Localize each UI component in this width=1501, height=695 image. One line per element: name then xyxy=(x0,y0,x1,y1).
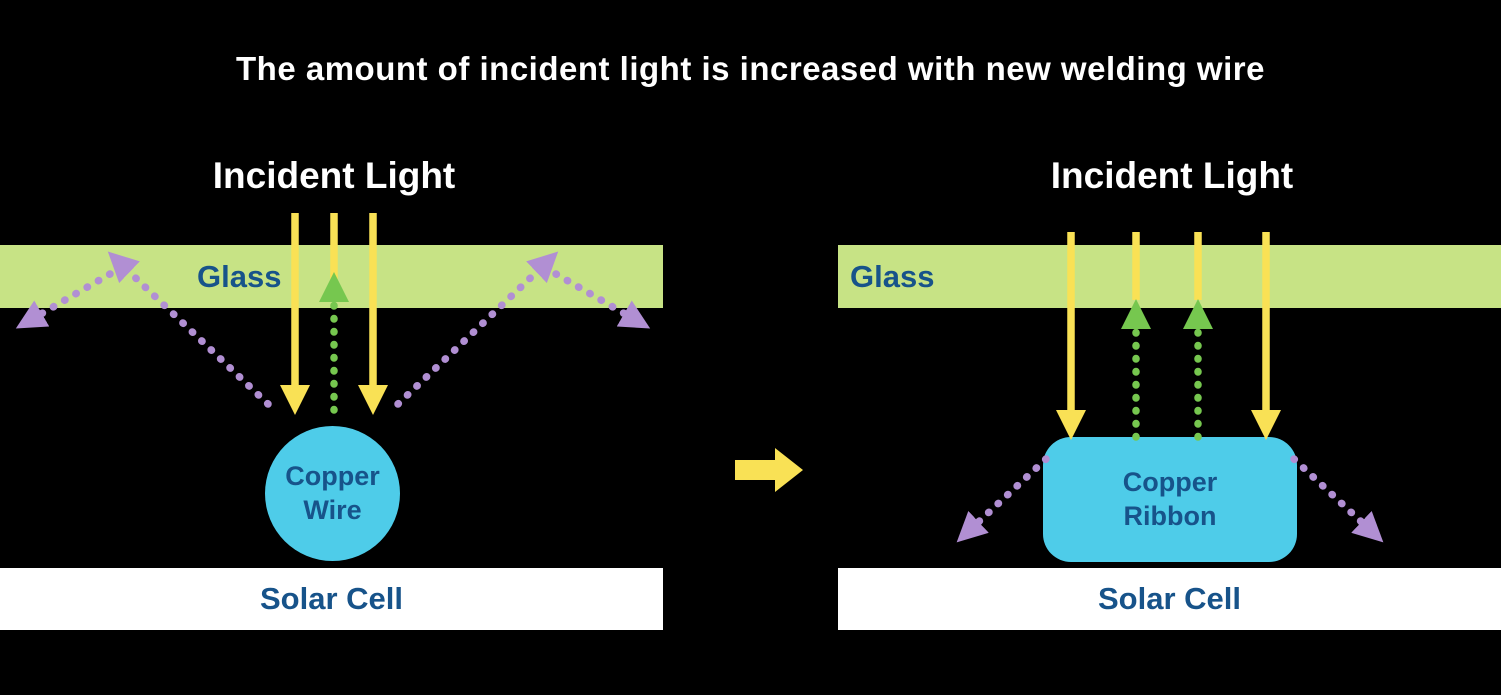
copper-ribbon-shape: Copper Ribbon xyxy=(1043,437,1297,562)
copper-wire-shape: Copper Wire xyxy=(265,426,400,561)
copper-ribbon-label-line2: Ribbon xyxy=(1123,500,1217,531)
transition-right-arrow-icon xyxy=(735,445,805,500)
solar-cell-label-right: Solar Cell xyxy=(1098,581,1241,616)
copper-wire-label-line2: Wire xyxy=(303,494,362,525)
scattered-ray-icon xyxy=(1290,455,1384,543)
glass-band-left: Glass xyxy=(0,245,663,308)
diagram-title: The amount of incident light is increase… xyxy=(236,50,1265,87)
incident-light-label-right: Incident Light xyxy=(1050,155,1294,196)
copper-ribbon-label-line1: Copper xyxy=(1122,466,1218,497)
solar-cell-left: Solar Cell xyxy=(0,568,663,630)
solar-cell-label-left: Solar Cell xyxy=(260,581,403,616)
solar-cell-right: Solar Cell xyxy=(838,568,1501,630)
glass-label-left: Glass xyxy=(197,259,282,294)
glass-label-right: Glass xyxy=(850,259,935,294)
scattered-ray-icon xyxy=(956,455,1050,543)
copper-wire-label-line1: Copper xyxy=(285,460,380,491)
glass-band-right: Glass xyxy=(838,245,1501,308)
incident-light-label-left: Incident Light xyxy=(212,155,456,196)
